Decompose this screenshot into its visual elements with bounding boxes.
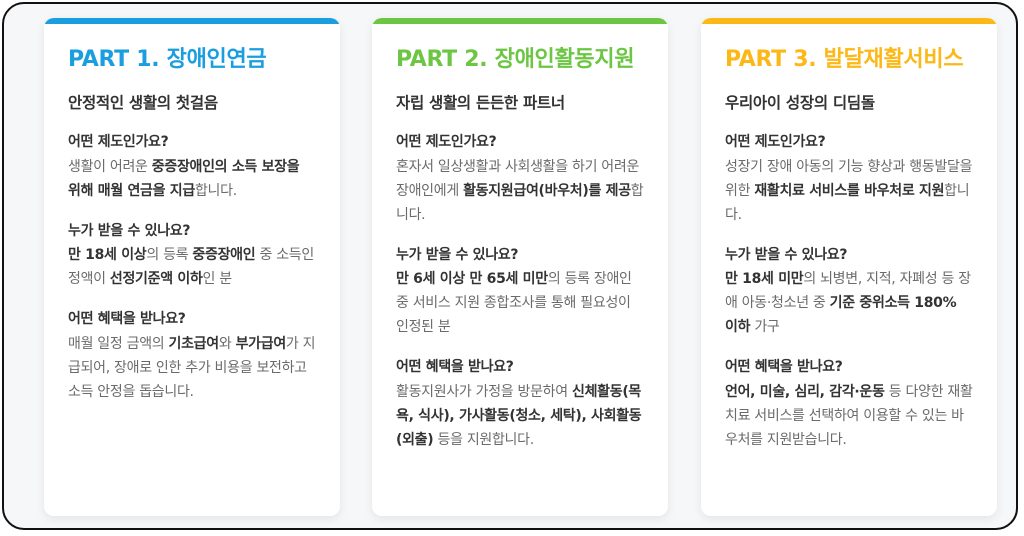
emphasis-text: 활동지원급여(바우처)를 제공 [463, 182, 631, 199]
card-subtitle: 자립 생활의 든든한 파트너 [396, 94, 565, 112]
card-part2-activity-support: PART 2. 장애인활동지원 자립 생활의 든든한 파트너 어떤 제도인가요?… [372, 18, 668, 516]
section-question: 어떤 혜택을 받나요? [725, 359, 843, 375]
body-text: 가 지급되어, 장애로 인한 추가 비용을 보전하고 소득 안정을 돕습니다. [68, 335, 316, 400]
section-answer: 만 18세 미만의 뇌병변, 지적, 자폐성 등 장애 아동·청소년 중 기준 … [725, 267, 973, 339]
emphasis-text: 기초급여 [168, 335, 220, 352]
body-text: 생활이 어려운 [68, 158, 152, 175]
section-question: 누가 받을 수 있나요? [725, 246, 848, 263]
page-frame: PART 1. 장애인연금 안정적인 생활의 첫걸음 어떤 제도인가요? 생활이… [2, 2, 1018, 530]
card-title: PART 2. 장애인활동지원 [396, 47, 635, 72]
body-text: 등을 지원합니다. [433, 431, 535, 448]
section-question: 어떤 제도인가요? [396, 134, 497, 150]
section-benefit: 어떤 혜택을 받나요? 매월 일정 금액의 기초급여와 부가급여가 지급되어, … [68, 308, 316, 404]
body-text: 성장기 장애 아동의 기능 향상과 행동발달을 위한 [725, 158, 973, 199]
body-text: 매월 일정 금액의 [68, 335, 169, 352]
body-text: 합니다. [396, 182, 644, 223]
emphasis-text: 만 18세 이상 [68, 247, 147, 263]
section-question: 누가 받을 수 있나요? [68, 222, 191, 239]
emphasis-text: 선정기준액 이하 [109, 271, 203, 287]
body-text: 의 등록 장애인 중 서비스 지원 종합조사를 통해 필요성이 인정된 분 [396, 271, 632, 335]
emphasis-text: 언어, 미술, 심리, 감각·운동 [725, 383, 885, 400]
body-text: 혼자서 일상생활과 사회생활을 하기 어려운 장애인에게 [396, 158, 640, 199]
body-text: 등 다양한 재활치료 서비스를 선택하여 이용할 수 있는 바우처를 지원받습니… [725, 383, 973, 448]
section-question: 어떤 혜택을 받나요? [396, 359, 514, 375]
body-text: 의 뇌병변, 지적, 자폐성 등 장애 아동·청소년 중 [725, 271, 971, 311]
emphasis-text: 중증장애인 [192, 247, 256, 263]
section-benefit: 어떤 혜택을 받나요? 언어, 미술, 심리, 감각·운동 등 다양한 재활치료… [725, 356, 973, 452]
section-question: 어떤 제도인가요? [68, 134, 169, 150]
emphasis-text: 만 6세 이상 만 65세 미만 [396, 271, 548, 287]
body-text: 중 소득인정액이 [68, 247, 314, 287]
section-what: 어떤 제도인가요? 성장기 장애 아동의 기능 향상과 행동발달을 위한 재활치… [725, 131, 973, 227]
card-part1-disability-pension: PART 1. 장애인연금 안정적인 생활의 첫걸음 어떤 제도인가요? 생활이… [44, 18, 340, 516]
section-benefit: 어떤 혜택을 받나요? 활동지원사가 가정을 방문하여 신체활동(목욕, 식사)… [396, 356, 644, 452]
section-who: 누가 받을 수 있나요? 만 18세 미만의 뇌병변, 지적, 자폐성 등 장애… [725, 244, 973, 340]
body-text: 가구 [750, 319, 780, 335]
emphasis-text: 중증장애인의 소득 보장을 위해 매월 연금을 지급 [68, 158, 300, 199]
emphasis-text: 만 18세 미만 [725, 271, 804, 287]
body-text: 와 [218, 335, 236, 352]
emphasis-text: 재활치료 서비스를 바우처로 지원 [754, 182, 945, 199]
section-who: 누가 받을 수 있나요? 만 18세 이상의 등록 중증장애인 중 소득인정액이… [68, 220, 316, 292]
card-subtitle: 우리아이 성장의 디딤돌 [725, 94, 875, 112]
section-what: 어떤 제도인가요? 혼자서 일상생활과 사회생활을 하기 어려운 장애인에게 활… [396, 131, 644, 227]
body-text: 합니다. [194, 182, 237, 199]
section-answer: 만 6세 이상 만 65세 미만의 등록 장애인 중 서비스 지원 종합조사를 … [396, 267, 644, 339]
card-subtitle: 안정적인 생활의 첫걸음 [68, 94, 218, 112]
section-answer: 활동지원사가 가정을 방문하여 신체활동(목욕, 식사), 가사활동(청소, 세… [396, 380, 644, 452]
section-answer: 언어, 미술, 심리, 감각·운동 등 다양한 재활치료 서비스를 선택하여 이… [725, 380, 973, 452]
section-answer: 성장기 장애 아동의 기능 향상과 행동발달을 위한 재활치료 서비스를 바우처… [725, 155, 973, 227]
body-text: 인 분 [202, 271, 233, 287]
card-part3-developmental-rehab: PART 3. 발달재활서비스 우리아이 성장의 디딤돌 어떤 제도인가요? 성… [701, 18, 997, 516]
section-answer: 만 18세 이상의 등록 중증장애인 중 소득인정액이 선정기준액 이하인 분 [68, 243, 316, 291]
body-text: 활동지원사가 가정을 방문하여 [396, 383, 572, 400]
emphasis-text: 기준 중위소득 180% 이하 [725, 295, 957, 335]
emphasis-text: 신체활동(목욕, 식사), 가사활동(청소, 세탁), 사회활동(외출) [396, 383, 642, 448]
section-what: 어떤 제도인가요? 생활이 어려운 중증장애인의 소득 보장을 위해 매월 연금… [68, 131, 316, 203]
body-text: 의 등록 [146, 247, 193, 263]
card-title: PART 3. 발달재활서비스 [725, 47, 964, 72]
section-question: 어떤 혜택을 받나요? [68, 311, 186, 327]
section-who: 누가 받을 수 있나요? 만 6세 이상 만 65세 미만의 등록 장애인 중 … [396, 244, 644, 340]
section-answer: 생활이 어려운 중증장애인의 소득 보장을 위해 매월 연금을 지급합니다. [68, 155, 316, 203]
body-text: 합니다. [725, 182, 970, 223]
section-answer: 매월 일정 금액의 기초급여와 부가급여가 지급되어, 장애로 인한 추가 비용… [68, 332, 316, 404]
section-answer: 혼자서 일상생활과 사회생활을 하기 어려운 장애인에게 활동지원급여(바우처)… [396, 155, 644, 227]
emphasis-text: 부가급여 [235, 335, 287, 352]
section-question: 어떤 제도인가요? [725, 134, 826, 150]
section-question: 누가 받을 수 있나요? [396, 246, 519, 263]
card-title: PART 1. 장애인연금 [68, 47, 267, 72]
